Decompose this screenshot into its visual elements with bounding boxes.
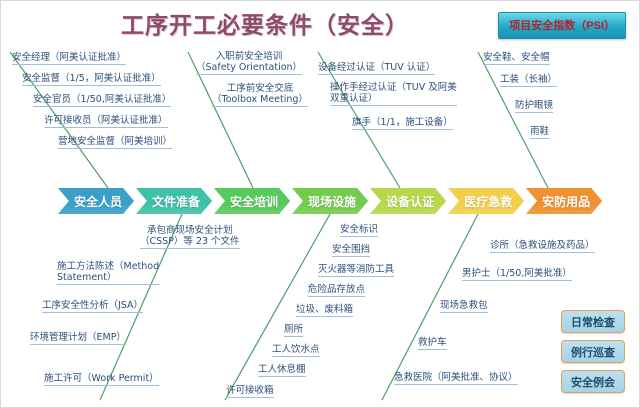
branch-item: 防护眼镜 bbox=[515, 100, 554, 113]
daily-inspection-button[interactable]: 日常检查 bbox=[561, 310, 625, 333]
branch-item: 垃圾、废料箱 bbox=[296, 304, 354, 317]
branch-item: 旗手（1/1，施工设备） bbox=[352, 117, 453, 130]
safety-meeting-button[interactable]: 安全例会 bbox=[561, 370, 625, 393]
spine-category-2[interactable]: 安全培训 bbox=[214, 188, 290, 214]
branch-item: 设备经过认证（TUV 认证） bbox=[318, 62, 436, 75]
branch-item: 工人休息棚 bbox=[258, 364, 306, 377]
spine-category-1[interactable]: 文件准备 bbox=[136, 188, 212, 214]
branch-item: 男护士（1/50,阿美批准） bbox=[462, 268, 572, 281]
spine-category-4[interactable]: 设备认证 bbox=[370, 188, 446, 214]
branch-item: 诊所（急救设施及药品） bbox=[490, 240, 595, 253]
branch-item: 施工许可（Work Permit） bbox=[44, 373, 159, 386]
branch-item: 安全官员（1/50,阿美认证批准） bbox=[33, 94, 172, 107]
spine-category-label: 医疗急救 bbox=[464, 194, 513, 209]
branch-item: 工序前安全交底 （Toolbox Meeting） bbox=[212, 83, 308, 107]
branch-item: 工装（长袖） bbox=[500, 74, 558, 87]
spine-category-6[interactable]: 安防用品 bbox=[526, 188, 602, 214]
branch-item: 现场急救包 bbox=[440, 300, 488, 313]
spine-category-label: 现场设施 bbox=[308, 194, 357, 209]
branch-item: 灭火器等消防工具 bbox=[318, 264, 395, 277]
spine-category-label: 设备认证 bbox=[386, 194, 435, 209]
psi-badge[interactable]: 项目安全指数（PSI） bbox=[498, 12, 626, 39]
branch-item: 安全监督（1/5，阿美认证批准） bbox=[22, 73, 161, 86]
spine-category-5[interactable]: 医疗急救 bbox=[448, 188, 524, 214]
spine-category-3[interactable]: 现场设施 bbox=[292, 188, 368, 214]
branch-item: 安全鞋、安全帽 bbox=[483, 52, 550, 65]
spine-category-0[interactable]: 安全人员 bbox=[58, 188, 134, 214]
page-title: 工序开工必要条件（安全） bbox=[0, 6, 640, 40]
spine-category-label: 安全人员 bbox=[74, 194, 123, 209]
branch-item: 操作手经过认证（TUV 及阿美 双重认证） bbox=[330, 82, 457, 106]
branch-item: 承包商现场安全计划 （CSSP）等 23 个文件 bbox=[140, 225, 240, 249]
spine-category-label: 安全培训 bbox=[230, 194, 279, 209]
branch-item: 安全围挡 bbox=[332, 244, 371, 257]
branch-item: 急救医院（阿美批准、协议） bbox=[394, 372, 518, 385]
branch-item: 环境管理计划（EMP） bbox=[30, 332, 126, 345]
branch-item: 许可接收箱 bbox=[226, 385, 274, 398]
branch-item: 安全标识 bbox=[340, 224, 379, 237]
branch-item: 工人饮水点 bbox=[272, 344, 320, 357]
branch-item: 安全经理（阿美认证批准） bbox=[12, 52, 127, 65]
branch-item: 救护车 bbox=[418, 337, 447, 350]
branch-item: 雨鞋 bbox=[530, 126, 550, 139]
branch-item: 危险品存放点 bbox=[308, 284, 366, 297]
spine-categories: 安全人员 文件准备 安全培训 现场设施 设备认证 医疗急救 安防用品 bbox=[58, 188, 604, 214]
spine-category-label: 安防用品 bbox=[542, 194, 591, 209]
branch-item: 工序安全性分析（JSA） bbox=[42, 300, 144, 313]
branch-item: 厕所 bbox=[284, 324, 304, 337]
branch-item: 施工方法陈述（Method Statement） bbox=[57, 261, 160, 285]
spine-category-label: 文件准备 bbox=[152, 194, 201, 209]
branch-item: 入职前安全培训 （Safety Orientation） bbox=[196, 51, 303, 75]
routine-patrol-button[interactable]: 例行巡查 bbox=[561, 340, 625, 363]
branch-item: 许可接收员（阿美认证批准） bbox=[44, 115, 168, 128]
page-title-text: 工序开工必要条件（安全） bbox=[121, 13, 409, 39]
branch-item: 营地安全监督（阿美培训） bbox=[58, 136, 173, 149]
